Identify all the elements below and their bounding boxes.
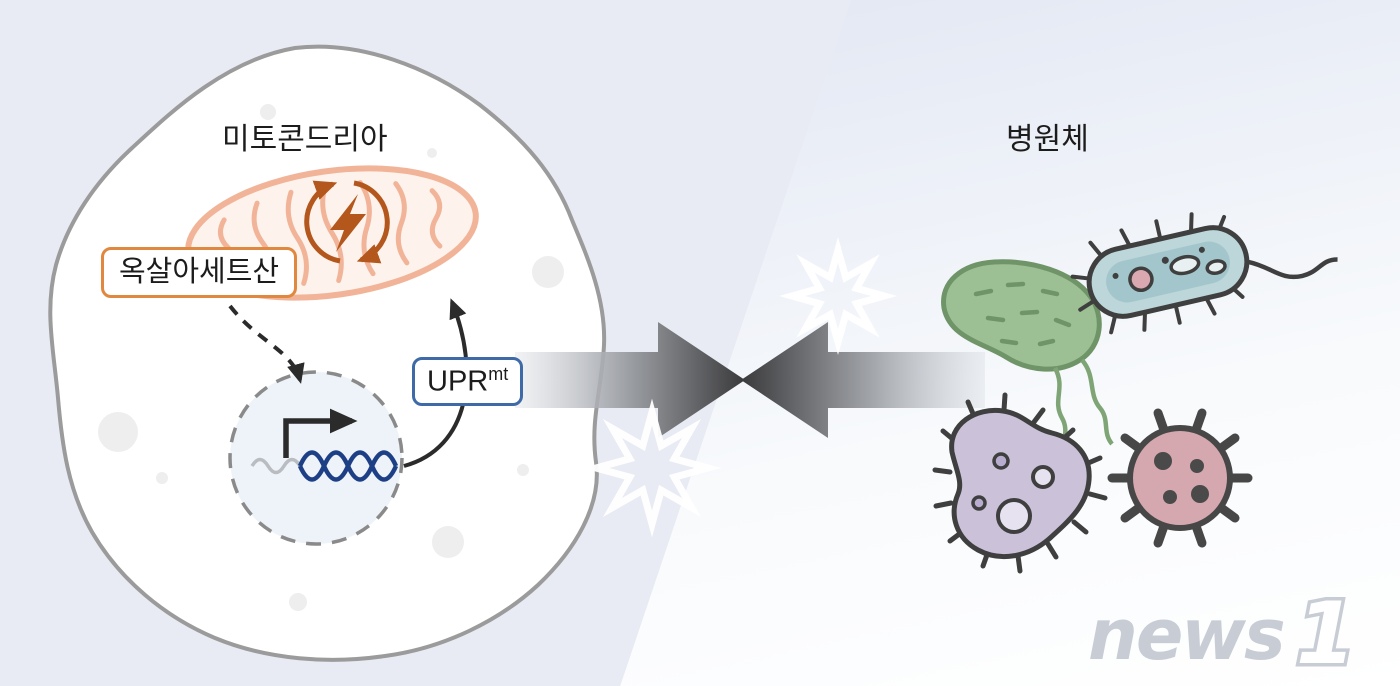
vesicle: [98, 412, 138, 452]
energy-cycle-icon: [304, 180, 390, 264]
vesicle: [517, 464, 529, 476]
virus-icon: [1107, 408, 1253, 548]
vesicle: [156, 472, 168, 484]
green-bacterium-texture: [973, 281, 1072, 347]
upr-label-superscript: mt: [488, 364, 509, 384]
oxaloacetate-label: 옥살아세트산: [101, 247, 298, 298]
rod-bacterium-organelle-small: [1205, 259, 1227, 275]
virus-core-dot: [1154, 452, 1172, 470]
clash-arrow-right: [741, 322, 985, 438]
upr-label-base: UPR: [427, 365, 489, 398]
rod-bacterium-dot: [1112, 272, 1119, 279]
dna-unwound-strand: [250, 457, 302, 475]
watermark-news-text: news: [1088, 595, 1284, 676]
dna-helix-icon: [250, 450, 399, 482]
news1-logo: news 1: [1088, 581, 1359, 686]
dna-strand-b: [297, 450, 399, 482]
amoeboid-bacterium-body: [949, 407, 1092, 559]
cycle-arrow-left: [304, 180, 341, 264]
mitochondria-title: 미토콘드리아: [222, 123, 388, 156]
rod-bacterium-dot: [1161, 256, 1169, 264]
rod-bacterium-organelle-pink: [1128, 266, 1154, 293]
nucleus: [228, 370, 404, 546]
green-bacterium-body: [941, 259, 1102, 372]
rod-bacterium-icon: [1070, 212, 1338, 335]
amoeboid-bacterium-vacuole-medium: [1031, 465, 1055, 489]
pathogen-title: 병원체: [1006, 123, 1089, 156]
vesicle: [289, 593, 307, 611]
vesicles: [98, 104, 564, 611]
virus-core-dot: [1191, 485, 1209, 503]
green-bacterium-icon: [941, 259, 1114, 458]
amoeboid-bacterium-vacuole-large: [996, 498, 1032, 534]
rod-bacterium-organelle-light: [1169, 254, 1201, 276]
vesicle: [532, 256, 564, 288]
virus-capsid: [1127, 425, 1233, 531]
lightning-bolt-icon: [330, 194, 366, 252]
amoeboid-bacterium-vacuole-small: [971, 495, 987, 511]
rod-bacterium-dot: [1198, 246, 1205, 253]
virus-core-dot: [1190, 459, 1204, 473]
vesicle: [427, 148, 437, 158]
upr-label: UPRmt: [412, 357, 524, 407]
vesicle: [260, 104, 276, 120]
impact-starburst-top: [779, 237, 897, 355]
transcription-arrow-icon: [283, 408, 358, 458]
amoeboid-bacterium-icon: [932, 392, 1108, 574]
news1-watermark: news 1: [1086, 581, 1386, 686]
impact-starburst-bottom: [582, 398, 722, 538]
nucleus-membrane: [228, 370, 404, 546]
clash-arrow-left: [515, 322, 745, 438]
amoeboid-bacterium-vacuole-small: [992, 452, 1010, 470]
cycle-arrow-right: [353, 180, 390, 264]
rod-bacterium-flagellum: [1247, 257, 1338, 280]
virus-core-dot: [1163, 490, 1177, 504]
rod-bacterium-pili: [1070, 212, 1245, 335]
vesicle: [432, 526, 464, 558]
watermark-one-text: 1: [1296, 595, 1356, 679]
